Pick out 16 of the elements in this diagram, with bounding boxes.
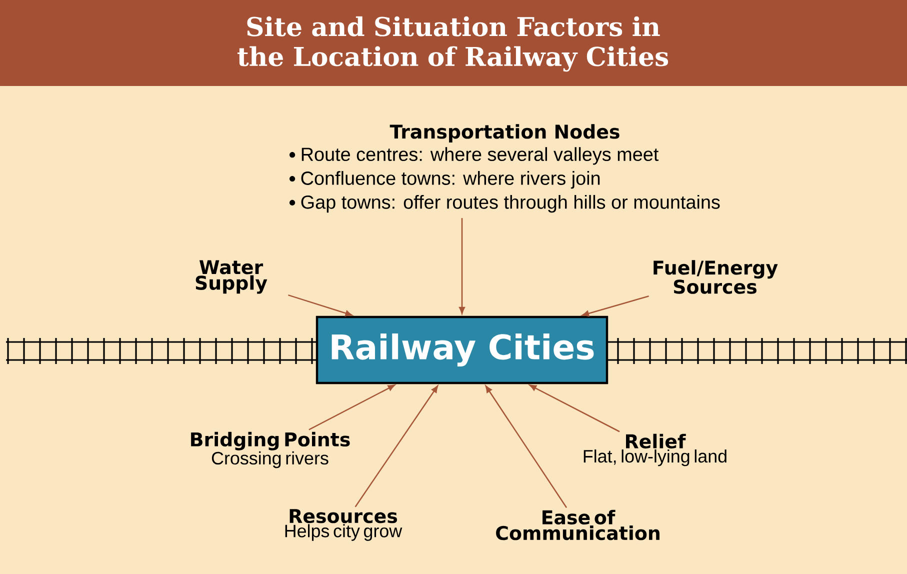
title-banner: Site and Situation Factors in the Location of Railway Cities	[0, 0, 907, 86]
arrow	[582, 295, 649, 316]
factor-label: Bridging Points Crossing rivers	[191, 432, 350, 468]
arrow	[529, 384, 620, 432]
arrow	[308, 384, 395, 430]
factor-label: Fuel/Energy Sources	[654, 260, 778, 294]
factor-label: Relief Flat, low-lying land	[584, 434, 726, 466]
factor-label: Resources Helps city grow	[285, 509, 402, 541]
arrow	[288, 294, 352, 316]
arrow	[485, 386, 568, 508]
title-box: Railway Cities	[316, 316, 608, 384]
factor-label: Transportation Nodes Route centres: where several valleys meet Confluence towns: where rivers join Gap towns: offer routes through hills or mountains	[290, 124, 720, 213]
factor-label: Ease of Communication	[496, 510, 660, 540]
factor-label: Water Supply	[196, 260, 268, 294]
arrow	[459, 218, 465, 314]
arrow	[354, 386, 438, 508]
